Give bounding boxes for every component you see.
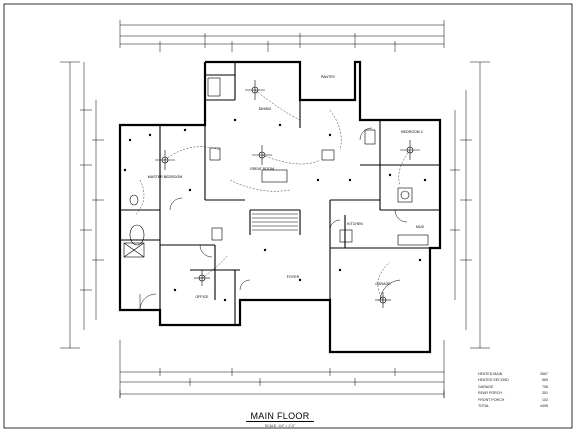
door-swings <box>139 127 408 311</box>
room-label-office: OFFICE <box>195 295 209 299</box>
area-label: TOTAL <box>478 404 490 409</box>
area-label: REAR PORCH <box>478 391 502 396</box>
room-label-master-bedroom: MASTER BEDROOM <box>148 175 183 179</box>
room-label-mudroom: MUD <box>416 225 425 229</box>
outlet-symbols <box>123 118 427 302</box>
room-label-foyer: FOYER <box>287 275 300 279</box>
interior-walls <box>120 62 440 325</box>
room-labels: PANTRY BEDROOM 2 GREAT ROOM FOYER OFFICE… <box>148 75 425 299</box>
area-row: FRONT PORCH 102 <box>478 397 548 403</box>
electrical-wiring <box>134 89 411 301</box>
area-value: 351 <box>542 391 548 396</box>
area-row: TOTAL 4495 <box>478 403 548 409</box>
area-value: 706 <box>542 384 548 389</box>
area-row: HEATED MAIN 2667 <box>478 371 548 377</box>
drawing-title-block: MAIN FLOOR SCALE: 1/4" = 1'-0" <box>230 404 330 429</box>
area-label: HEATED MAIN <box>478 372 503 376</box>
area-row: HEATED SECOND 569 <box>478 377 548 383</box>
area-value: 102 <box>542 397 548 402</box>
stair <box>252 213 298 231</box>
exterior-walls <box>118 60 442 354</box>
area-value: 2667 <box>540 372 548 376</box>
area-label: HEATED SECOND <box>478 378 509 383</box>
room-label-great-room: GREAT ROOM <box>250 167 274 171</box>
drawing-scale: SCALE: 1/4" = 1'-0" <box>264 424 296 428</box>
room-label-pantry: PANTRY <box>321 75 336 79</box>
area-label: FRONT PORCH <box>478 397 505 402</box>
room-label-dining: DINING <box>259 107 272 111</box>
area-row: REAR PORCH 351 <box>478 390 548 396</box>
area-label: GARAGE <box>478 384 494 389</box>
drawing-title: MAIN FLOOR <box>246 411 314 422</box>
room-label-garage: GARAGE <box>375 282 391 286</box>
room-label-kitchen: KITCHEN <box>347 222 363 226</box>
area-value: 569 <box>542 378 548 383</box>
dimension-lines <box>60 20 490 398</box>
area-value: 4495 <box>540 404 548 409</box>
fixtures <box>123 77 429 258</box>
area-row: GARAGE 706 <box>478 384 548 390</box>
room-label-bedroom-2: BEDROOM 2 <box>401 130 423 134</box>
outer-border <box>3 3 573 429</box>
